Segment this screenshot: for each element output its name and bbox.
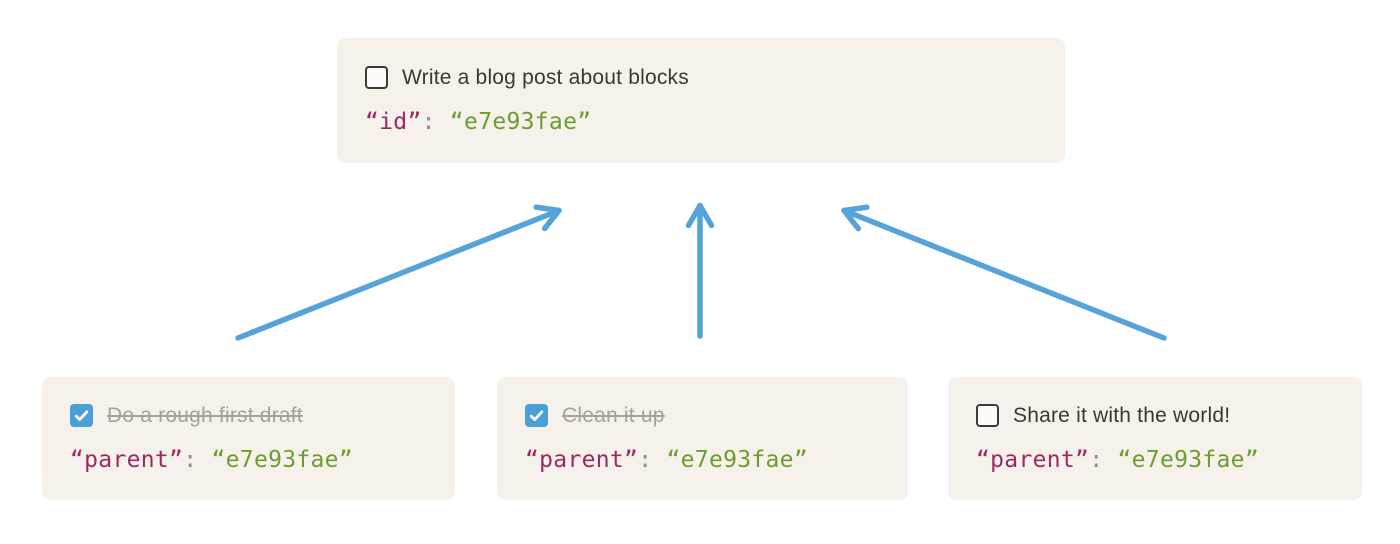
code-colon: : [183, 446, 198, 473]
code-key: “parent” [976, 446, 1090, 473]
code-line: “id”: “e7e93fae” [365, 108, 1037, 135]
code-key: “id” [365, 108, 422, 135]
code-value: “e7e93fae” [666, 446, 808, 473]
arrow-middle-child-to-parent [685, 202, 715, 339]
checkbox-checked-icon[interactable] [70, 404, 93, 428]
task-row: Clean it up [525, 404, 880, 428]
code-line: “parent”: “e7e93fae” [976, 446, 1334, 473]
checkbox-unchecked-icon[interactable] [365, 66, 388, 90]
child-task-card-draft: Do a rough first draft “parent”: “e7e93f… [42, 377, 455, 500]
code-value: “e7e93fae” [211, 446, 353, 473]
checkbox-checked-icon[interactable] [525, 404, 548, 428]
checkmark-icon [529, 410, 544, 422]
task-row: Share it with the world! [976, 404, 1334, 428]
task-title: Clean it up [562, 403, 665, 427]
child-task-card-cleanup: Clean it up “parent”: “e7e93fae” [497, 377, 908, 500]
task-title: Do a rough first draft [107, 403, 303, 427]
arrow-left-child-to-parent [235, 204, 562, 341]
code-colon: : [1089, 446, 1104, 473]
code-value: “e7e93fae” [1117, 446, 1259, 473]
checkmark-icon [74, 410, 89, 422]
code-line: “parent”: “e7e93fae” [70, 446, 427, 473]
checkbox-unchecked-icon[interactable] [976, 404, 999, 428]
child-task-card-share: Share it with the world! “parent”: “e7e9… [948, 377, 1362, 500]
task-title: Share it with the world! [1013, 403, 1231, 427]
code-value: “e7e93fae” [449, 108, 592, 135]
code-colon: : [421, 108, 436, 135]
parent-task-card: Write a blog post about blocks “id”: “e7… [337, 38, 1065, 163]
task-row: Do a rough first draft [70, 404, 427, 428]
task-title: Write a blog post about blocks [402, 65, 689, 89]
code-colon: : [638, 446, 653, 473]
code-line: “parent”: “e7e93fae” [525, 446, 880, 473]
code-key: “parent” [70, 446, 184, 473]
arrow-right-child-to-parent [841, 204, 1167, 341]
task-row: Write a blog post about blocks [365, 66, 1037, 90]
code-key: “parent” [525, 446, 639, 473]
